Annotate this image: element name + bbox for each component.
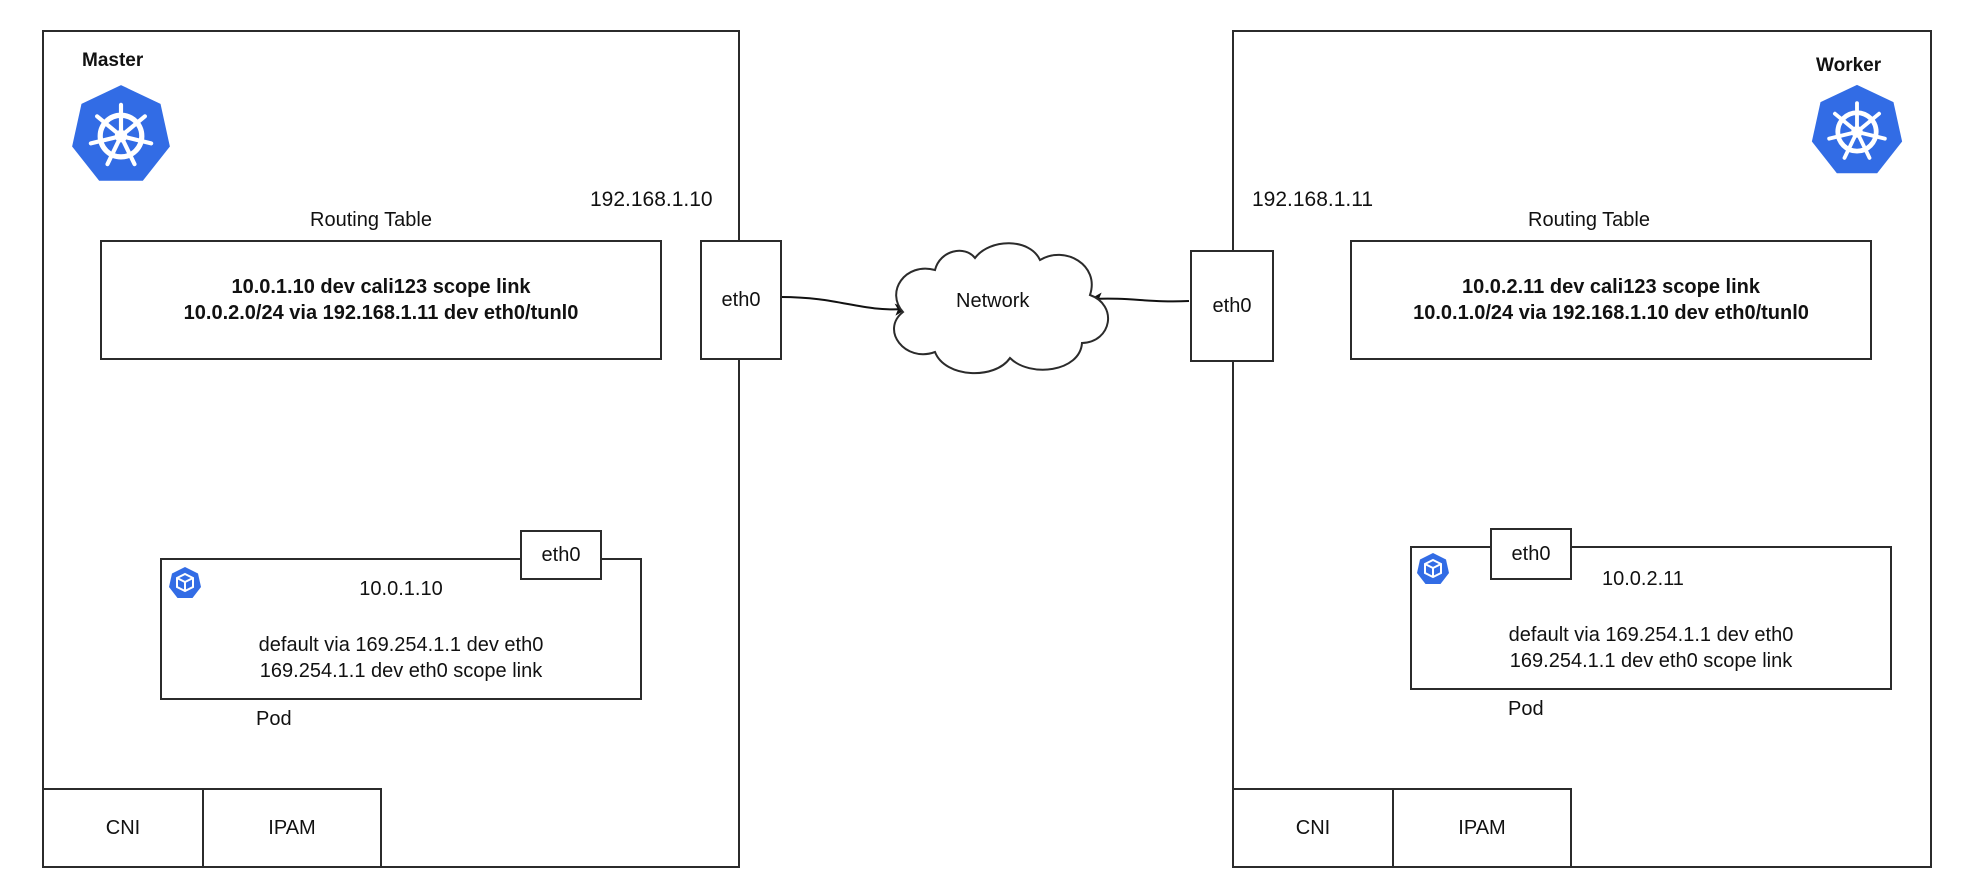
worker-pod-route-1: default via 169.254.1.1 dev eth0 <box>1508 624 1794 646</box>
master-eth0-interface: eth0 <box>700 240 782 360</box>
worker-node-ip: 192.168.1.11 <box>1252 188 1374 211</box>
master-title: Master <box>82 50 144 71</box>
worker-ipam-label: IPAM <box>1458 816 1506 839</box>
worker-pod-route-2: 169.254.1.1 dev eth0 scope link <box>1509 650 1793 672</box>
worker-pod: 10.0.2.11 default via 169.254.1.1 dev et… <box>1410 546 1892 690</box>
worker-pod-eth0-label: eth0 <box>1511 542 1551 565</box>
worker-eth0-to-network-link <box>1090 292 1190 305</box>
worker-route-1: 10.0.2.11 dev cali123 scope link <box>1462 276 1760 298</box>
master-pod-eth0-interface: eth0 <box>520 530 602 580</box>
worker-pod-label: Pod <box>1508 698 1544 720</box>
worker-routing-table: 10.0.2.11 dev cali123 scope link 10.0.1.… <box>1350 240 1872 360</box>
worker-kubernetes-icon <box>1808 82 1906 178</box>
worker-pod-ip: 10.0.2.11 <box>1602 568 1684 590</box>
master-pod: 10.0.1.10 default via 169.254.1.1 dev et… <box>160 558 642 700</box>
worker-eth0-interface: eth0 <box>1190 250 1274 362</box>
master-routing-table-title: Routing Table <box>310 209 432 231</box>
master-ipam-box: IPAM <box>202 788 382 868</box>
master-kubernetes-icon <box>68 82 174 186</box>
master-ipam-label: IPAM <box>268 816 316 839</box>
network-cloud-shape <box>893 242 1109 375</box>
worker-pod-eth0-interface: eth0 <box>1490 528 1572 580</box>
worker-pod-cube-icon <box>1416 552 1450 586</box>
worker-ipam-box: IPAM <box>1392 788 1572 868</box>
worker-route-2: 10.0.1.0/24 via 192.168.1.10 dev eth0/tu… <box>1413 302 1809 324</box>
network-label: Network <box>956 290 1030 312</box>
master-pod-route-2: 169.254.1.1 dev eth0 scope link <box>259 660 543 682</box>
worker-cni-label: CNI <box>1295 816 1331 839</box>
master-pod-cube-icon <box>168 566 202 600</box>
master-cni-label: CNI <box>105 816 141 839</box>
master-node <box>42 30 740 868</box>
master-cni-box: CNI <box>42 788 204 868</box>
master-eth0-label: eth0 <box>721 288 761 311</box>
master-route-1: 10.0.1.10 dev cali123 scope link <box>231 276 531 298</box>
worker-title: Worker <box>1816 55 1882 76</box>
worker-node <box>1232 30 1932 868</box>
master-node-ip: 192.168.1.10 <box>590 188 713 211</box>
master-route-2: 10.0.2.0/24 via 192.168.1.11 dev eth0/tu… <box>183 302 579 324</box>
master-pod-eth0-label: eth0 <box>541 543 581 566</box>
master-pod-label: Pod <box>256 708 292 730</box>
master-eth0-to-network-link <box>780 296 907 316</box>
worker-eth0-label: eth0 <box>1212 294 1252 317</box>
worker-cni-box: CNI <box>1232 788 1394 868</box>
master-routing-table: 10.0.1.10 dev cali123 scope link 10.0.2.… <box>100 240 662 360</box>
worker-routing-table-title: Routing Table <box>1528 209 1650 231</box>
master-pod-route-1: default via 169.254.1.1 dev eth0 <box>258 634 544 656</box>
master-pod-ip: 10.0.1.10 <box>359 578 443 600</box>
